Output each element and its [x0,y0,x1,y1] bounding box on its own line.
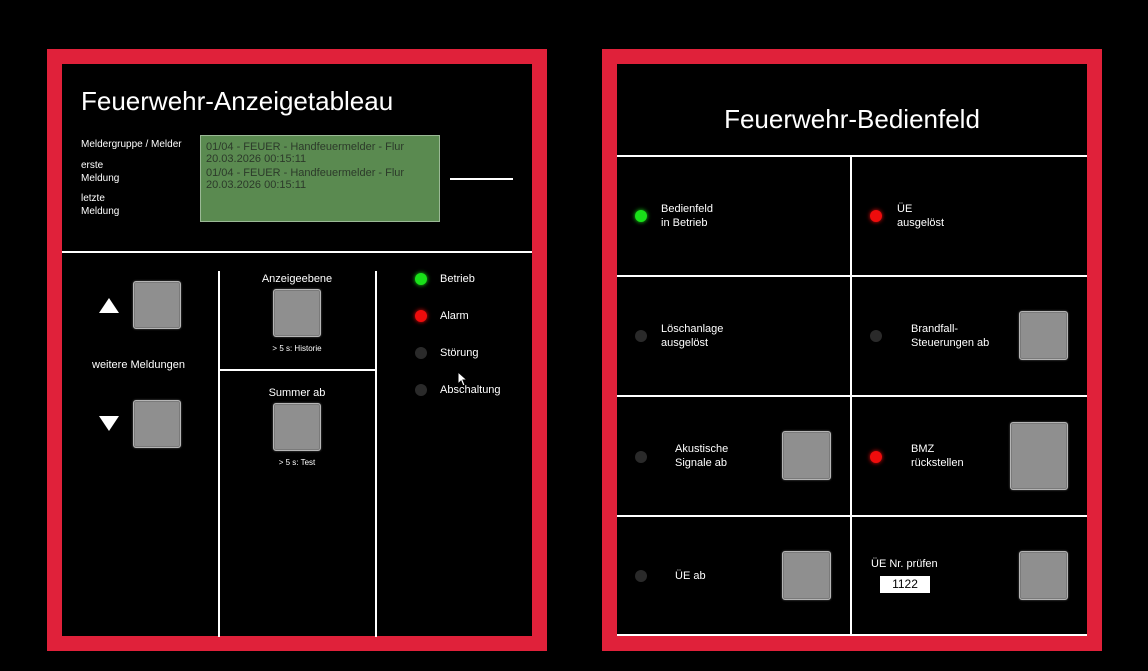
weitere-meldungen-label: weitere Meldungen [92,359,185,371]
ue-ausgeloest-led [870,210,882,222]
brandfall-led [870,330,882,342]
brandfall-steuerungen-ab-button[interactable] [1019,311,1068,360]
bmz-led [870,451,882,463]
right-row-line-3 [617,395,1087,397]
fire-control-panel [602,49,1102,651]
right-row-line-2 [617,275,1087,277]
right-row-line-4 [617,515,1087,517]
left-column-divider-1 [218,271,220,637]
first-message-line2: 20.03.2026 00:15:11 [206,153,307,165]
bedienfeld-label: Bedienfeld in Betrieb [661,203,713,229]
anzeigeebene-button[interactable] [273,289,321,337]
ue-ausgeloest-label: ÜE ausgelöst [897,203,945,229]
summer-ab-label: Summer ab [268,387,326,399]
abschaltung-led [415,384,427,396]
ue-number-field[interactable]: 1122 [880,576,930,593]
alarm-label: Alarm [440,310,469,322]
anzeigeebene-label: Anzeigeebene [261,273,333,285]
message-display: 01/04 - FEUER - Handfeuermelder - Flur 2… [200,135,440,222]
left-column-divider-2 [375,271,377,637]
right-row-line-5 [617,634,1087,636]
middle-column-divider [219,369,375,371]
brandfall-label: Brandfall- Steuerungen ab [911,323,990,349]
alarm-led [415,310,427,322]
anzeigeebene-hint: > 5 s: Historie [272,344,322,353]
betrieb-led [415,273,427,285]
ue-ab-led [635,570,647,582]
loeschanlage-label: Löschanlage ausgelöst [661,323,724,349]
ue-ab-button[interactable] [782,551,831,600]
abschaltung-label: Abschaltung [440,384,501,396]
right-column-divider [850,156,852,636]
bmz-label: BMZ rückstellen [911,443,964,469]
display-divider [450,178,513,180]
meldergruppe-label: Meldergruppe / Melder [81,139,182,150]
akustische-signale-ab-button[interactable] [782,431,831,480]
akustische-label: Akustische Signale ab [675,443,729,469]
erste-meldung-label: erste Meldung [81,160,120,184]
arrow-down-icon [99,416,119,431]
akustische-led [635,451,647,463]
mouse-cursor-icon [457,371,469,387]
last-message-line1: 01/04 - FEUER - Handfeuermelder - Flur [206,167,405,179]
scroll-down-button[interactable] [133,400,181,448]
stoerung-led [415,347,427,359]
ue-pruefen-label: ÜE Nr. prüfen [871,558,938,570]
left-panel-divider [62,251,532,253]
bedienfeld-led [635,210,647,222]
last-message-line2: 20.03.2026 00:15:11 [206,179,307,191]
first-message-line1: 01/04 - FEUER - Handfeuermelder - Flur [206,141,405,153]
right-panel-title: Feuerwehr-Bedienfeld [724,104,980,134]
left-panel-title: Feuerwehr-Anzeigetableau [81,86,394,116]
summer-ab-button[interactable] [273,403,321,451]
ue-pruefen-button[interactable] [1019,551,1068,600]
ue-ab-label: ÜE ab [675,570,706,582]
arrow-up-icon [99,298,119,313]
stoerung-label: Störung [440,347,479,359]
scroll-up-button[interactable] [133,281,181,329]
betrieb-label: Betrieb [440,273,475,285]
bmz-rueckstellen-button[interactable] [1010,422,1068,490]
loeschanlage-led [635,330,647,342]
letzte-meldung-label: letzte Meldung [81,193,120,217]
summer-ab-hint: > 5 s: Test [278,458,316,467]
right-row-line-1 [617,155,1087,157]
